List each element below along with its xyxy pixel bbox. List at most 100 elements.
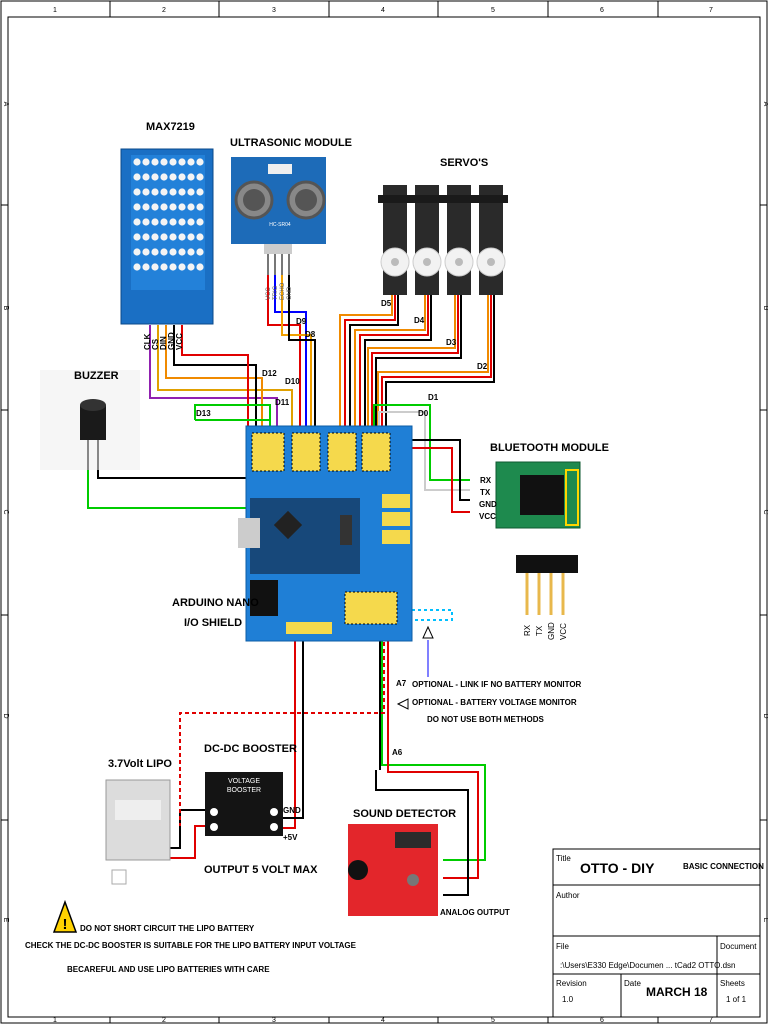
- led-dot: [160, 233, 168, 241]
- row-c-right: C: [762, 509, 768, 514]
- bt-pin-vcc: VCC: [479, 512, 496, 521]
- max-pin-vcc: VCC: [175, 333, 184, 350]
- led-dot: [169, 233, 177, 241]
- warning-line1: DO NOT SHORT CIRCUIT THE LIPO BATTERY: [80, 924, 255, 933]
- led-dot: [196, 218, 204, 226]
- led-dot: [151, 203, 159, 211]
- tb-date: MARCH 18: [646, 985, 708, 999]
- led-dot: [169, 218, 177, 226]
- servo-4: [474, 185, 508, 295]
- led-dot: [196, 173, 204, 181]
- optional-arrow-up-icon: [422, 625, 434, 639]
- note-no-both: DO NOT USE BOTH METHODS: [427, 715, 545, 724]
- wire-label-d8: D8: [305, 330, 316, 339]
- led-dot: [142, 233, 150, 241]
- led-dot: [151, 233, 159, 241]
- arduino-label-line2: I/O SHIELD: [184, 617, 242, 629]
- led-dot: [196, 203, 204, 211]
- row-c-left: C: [2, 509, 9, 514]
- inner-frame: [7, 16, 761, 1018]
- tb-file-path: :\Users\E330 Edge\Documen ... tCad2 OTTO…: [560, 961, 736, 970]
- wire-label-d11: D11: [275, 398, 290, 407]
- led-dot: [142, 158, 150, 166]
- warning-line2: CHECK THE DC-DC BOOSTER IS SUITABLE FOR …: [25, 941, 357, 950]
- led-dot: [160, 218, 168, 226]
- bt-header-vcc: VCC: [559, 623, 568, 640]
- row-d-left: D: [2, 713, 9, 718]
- max-pin-din: DIN: [159, 336, 168, 350]
- row-e-right: E: [762, 918, 768, 923]
- led-dot: [178, 233, 186, 241]
- analog-output-label: ANALOG OUTPUT: [440, 908, 510, 917]
- wire-label-d13: D13: [196, 409, 211, 418]
- wire-label-gnd: GND: [283, 806, 301, 815]
- bluetooth-module: [495, 461, 581, 615]
- led-dot: [178, 263, 186, 271]
- col-7-top: 7: [709, 7, 713, 14]
- wire-label-d1: D1: [428, 393, 439, 402]
- col-7-bottom: 7: [709, 1017, 713, 1024]
- col-4-bottom: 4: [381, 1017, 385, 1024]
- max7219-module: [120, 148, 214, 325]
- booster-face-line2: BOOSTER: [227, 787, 261, 794]
- booster-face-line1: VOLTAGE: [228, 778, 260, 785]
- warning-icon: !: [52, 899, 78, 933]
- led-dot: [169, 158, 177, 166]
- bt-header-gnd: GND: [547, 622, 556, 640]
- led-matrix: [133, 158, 204, 271]
- bt-header-tx: TX: [535, 625, 544, 636]
- row-b-right: B: [762, 306, 768, 311]
- led-dot: [169, 188, 177, 196]
- led-dot: [196, 233, 204, 241]
- col-3-top: 3: [272, 7, 276, 14]
- led-dot: [133, 173, 141, 181]
- led-dot: [169, 248, 177, 256]
- led-dot: [196, 263, 204, 271]
- wire-label-d5: D5: [381, 299, 392, 308]
- led-dot: [160, 248, 168, 256]
- led-dot: [142, 263, 150, 271]
- col-1-bottom: 1: [53, 1017, 57, 1024]
- sound-detector: [348, 824, 438, 916]
- led-dot: [142, 218, 150, 226]
- led-dot: [178, 173, 186, 181]
- tb-subtitle: BASIC CONNECTION: [683, 862, 764, 871]
- tb-author-label: Author: [556, 891, 580, 900]
- led-dot: [187, 248, 195, 256]
- led-dot: [178, 158, 186, 166]
- col-5-top: 5: [491, 7, 495, 14]
- lipo-battery: [105, 779, 171, 885]
- tb-file-label: File: [556, 942, 569, 951]
- led-dot: [142, 203, 150, 211]
- sound-detector-label: SOUND DETECTOR: [353, 808, 456, 820]
- tb-title: OTTO - DIY: [580, 860, 655, 876]
- led-dot: [169, 203, 177, 211]
- title-block: [552, 848, 761, 1018]
- ultrasonic-module: HC-SR04: [231, 157, 326, 275]
- warning-line3: BECAREFUL AND USE LIPO BATTERIES WITH CA…: [67, 965, 270, 974]
- ultrasonic-face-label: HC-SR04: [269, 222, 291, 228]
- note-optional-link: OPTIONAL - LINK IF NO BATTERY MONITOR: [412, 680, 582, 689]
- servo-2: [410, 185, 444, 295]
- servo-group: [378, 185, 508, 295]
- tb-revision: 1.0: [562, 995, 574, 1004]
- led-dot: [133, 203, 141, 211]
- led-dot: [178, 203, 186, 211]
- buzzer-label: BUZZER: [74, 370, 119, 382]
- bt-pin-tx: TX: [480, 488, 491, 497]
- led-dot: [169, 263, 177, 271]
- bluetooth-label: BLUETOOTH MODULE: [490, 442, 609, 454]
- led-dot: [187, 203, 195, 211]
- dc-dc-booster: VOLTAGE BOOSTER: [205, 772, 283, 836]
- led-dot: [133, 218, 141, 226]
- col-2-bottom: 2: [162, 1017, 166, 1024]
- led-dot: [151, 248, 159, 256]
- tb-sheets-label: Sheets: [720, 979, 745, 988]
- booster-label: DC-DC BOOSTER: [204, 743, 297, 755]
- led-dot: [187, 218, 195, 226]
- led-dot: [151, 218, 159, 226]
- wire-label-a6: A6: [392, 748, 403, 757]
- led-dot: [178, 248, 186, 256]
